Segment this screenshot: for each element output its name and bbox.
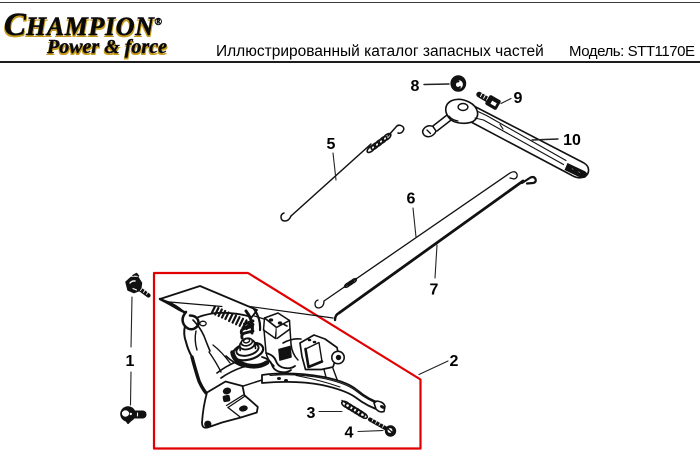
svg-text:10: 10 [563,132,581,149]
svg-text:4: 4 [345,425,354,442]
svg-text:9: 9 [514,90,523,107]
svg-text:3: 3 [307,405,316,422]
svg-text:8: 8 [411,78,420,95]
svg-text:7: 7 [430,282,439,299]
svg-text:6: 6 [407,191,416,208]
svg-text:5: 5 [327,136,336,153]
svg-text:2: 2 [450,353,459,370]
svg-text:1: 1 [126,353,135,370]
